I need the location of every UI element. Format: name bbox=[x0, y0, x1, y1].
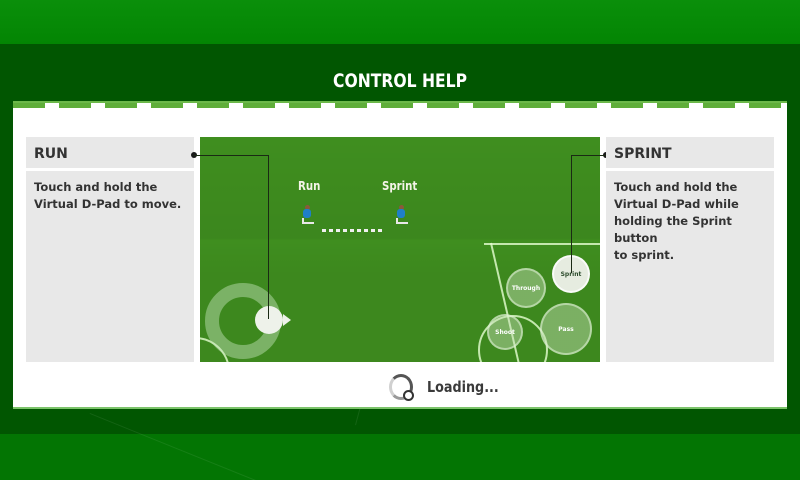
stripe-dashes bbox=[13, 103, 787, 108]
penalty-box-line bbox=[484, 243, 600, 245]
run-help-panel: RUN Touch and hold the Virtual D-Pad to … bbox=[26, 137, 194, 362]
movement-trail bbox=[322, 229, 382, 232]
sprint-connector-line bbox=[571, 155, 600, 156]
page-title: CONTROL HELP bbox=[333, 70, 467, 92]
player-sprinting-icon bbox=[396, 205, 408, 227]
sprint-help-panel: SPRINT Touch and hold the Virtual D-Pad … bbox=[606, 137, 774, 362]
run-connector-line bbox=[268, 155, 269, 319]
loading-text: Loading... bbox=[427, 378, 499, 396]
top-banner bbox=[0, 0, 800, 44]
run-connector-line bbox=[194, 155, 200, 156]
sprint-description: Touch and hold the Virtual D-Pad while h… bbox=[614, 180, 739, 262]
pass-button-icon: Pass bbox=[540, 303, 592, 355]
shoot-button-icon: Shoot bbox=[487, 314, 523, 350]
player-running-icon bbox=[302, 205, 314, 227]
run-description: Touch and hold the Virtual D-Pad to move… bbox=[34, 180, 182, 211]
loading-spinner-icon bbox=[389, 374, 414, 401]
run-connector-line bbox=[200, 155, 269, 156]
sprint-connector-line bbox=[600, 155, 606, 156]
run-heading: RUN bbox=[26, 137, 194, 171]
dpad-knob-icon bbox=[255, 306, 283, 334]
sprint-connector-line bbox=[571, 155, 572, 273]
bottom-banner bbox=[0, 434, 800, 480]
control-illustration: Run Sprint Sprint Through Shoot Pass bbox=[200, 137, 600, 362]
run-label: Run bbox=[298, 179, 321, 193]
through-button-icon: Through bbox=[506, 268, 546, 308]
stripe-line bbox=[13, 101, 787, 103]
control-help-card: RUN Touch and hold the Virtual D-Pad to … bbox=[13, 101, 787, 409]
loading-indicator: Loading... bbox=[389, 371, 511, 403]
sprint-label: Sprint bbox=[382, 179, 418, 193]
dpad-arrow-icon bbox=[283, 314, 291, 326]
sprint-heading: SPRINT bbox=[606, 137, 774, 171]
